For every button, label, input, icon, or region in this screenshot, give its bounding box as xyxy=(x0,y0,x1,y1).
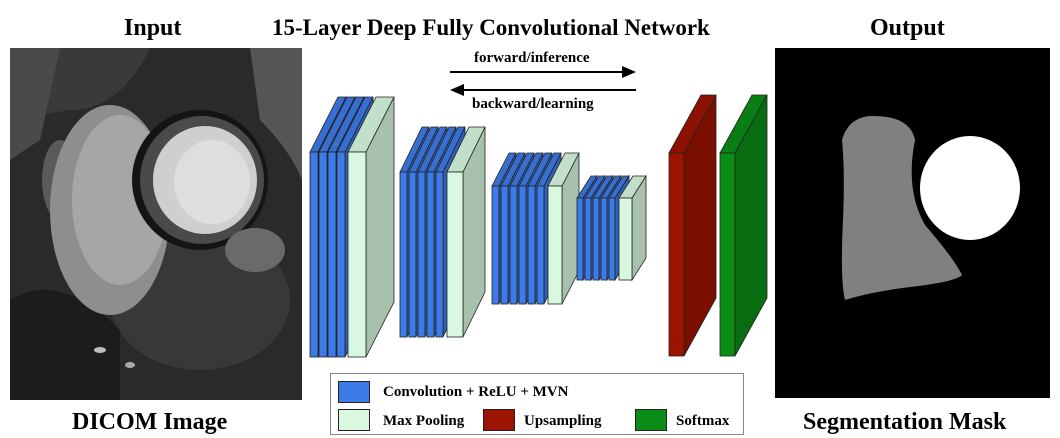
legend-label-upsampling: Upsampling xyxy=(524,413,602,429)
backward-label: backward/learning xyxy=(472,96,594,112)
legend-label-softmax: Softmax xyxy=(676,413,730,429)
forward-arrow xyxy=(450,66,636,78)
legend-swatch-max-pooling xyxy=(338,409,370,431)
pool-layer-3 xyxy=(547,152,580,305)
mask-region-white xyxy=(920,136,1020,240)
forward-label: forward/inference xyxy=(474,50,590,66)
upsampling-layer xyxy=(668,94,717,357)
legend-label-convolution: Convolution + ReLU + MVN xyxy=(383,384,569,400)
softmax-layer xyxy=(719,94,768,357)
dicom-input-image xyxy=(10,48,302,400)
pool-layer-2 xyxy=(446,126,486,338)
mask-region-gray xyxy=(841,115,962,300)
input-caption: DICOM Image xyxy=(72,409,228,435)
pool-layer-1 xyxy=(347,96,395,358)
layer-stack xyxy=(309,94,768,358)
pool-layer-4 xyxy=(618,174,647,282)
legend-swatch-softmax xyxy=(635,409,667,431)
backward-arrow xyxy=(450,84,636,96)
diagram-title: 15-Layer Deep Fully Convolutional Networ… xyxy=(272,15,710,40)
legend-label-max-pooling: Max Pooling xyxy=(383,413,465,429)
output-heading: Output xyxy=(870,15,945,41)
input-heading: Input xyxy=(124,15,182,41)
legend-swatch-convolution xyxy=(338,381,370,403)
output-caption: Segmentation Mask xyxy=(803,409,1007,435)
segmentation-mask-image xyxy=(775,48,1050,398)
legend-swatch-upsampling xyxy=(483,409,515,431)
legend: Convolution + ReLU + MVN Max Pooling Ups… xyxy=(330,373,744,435)
